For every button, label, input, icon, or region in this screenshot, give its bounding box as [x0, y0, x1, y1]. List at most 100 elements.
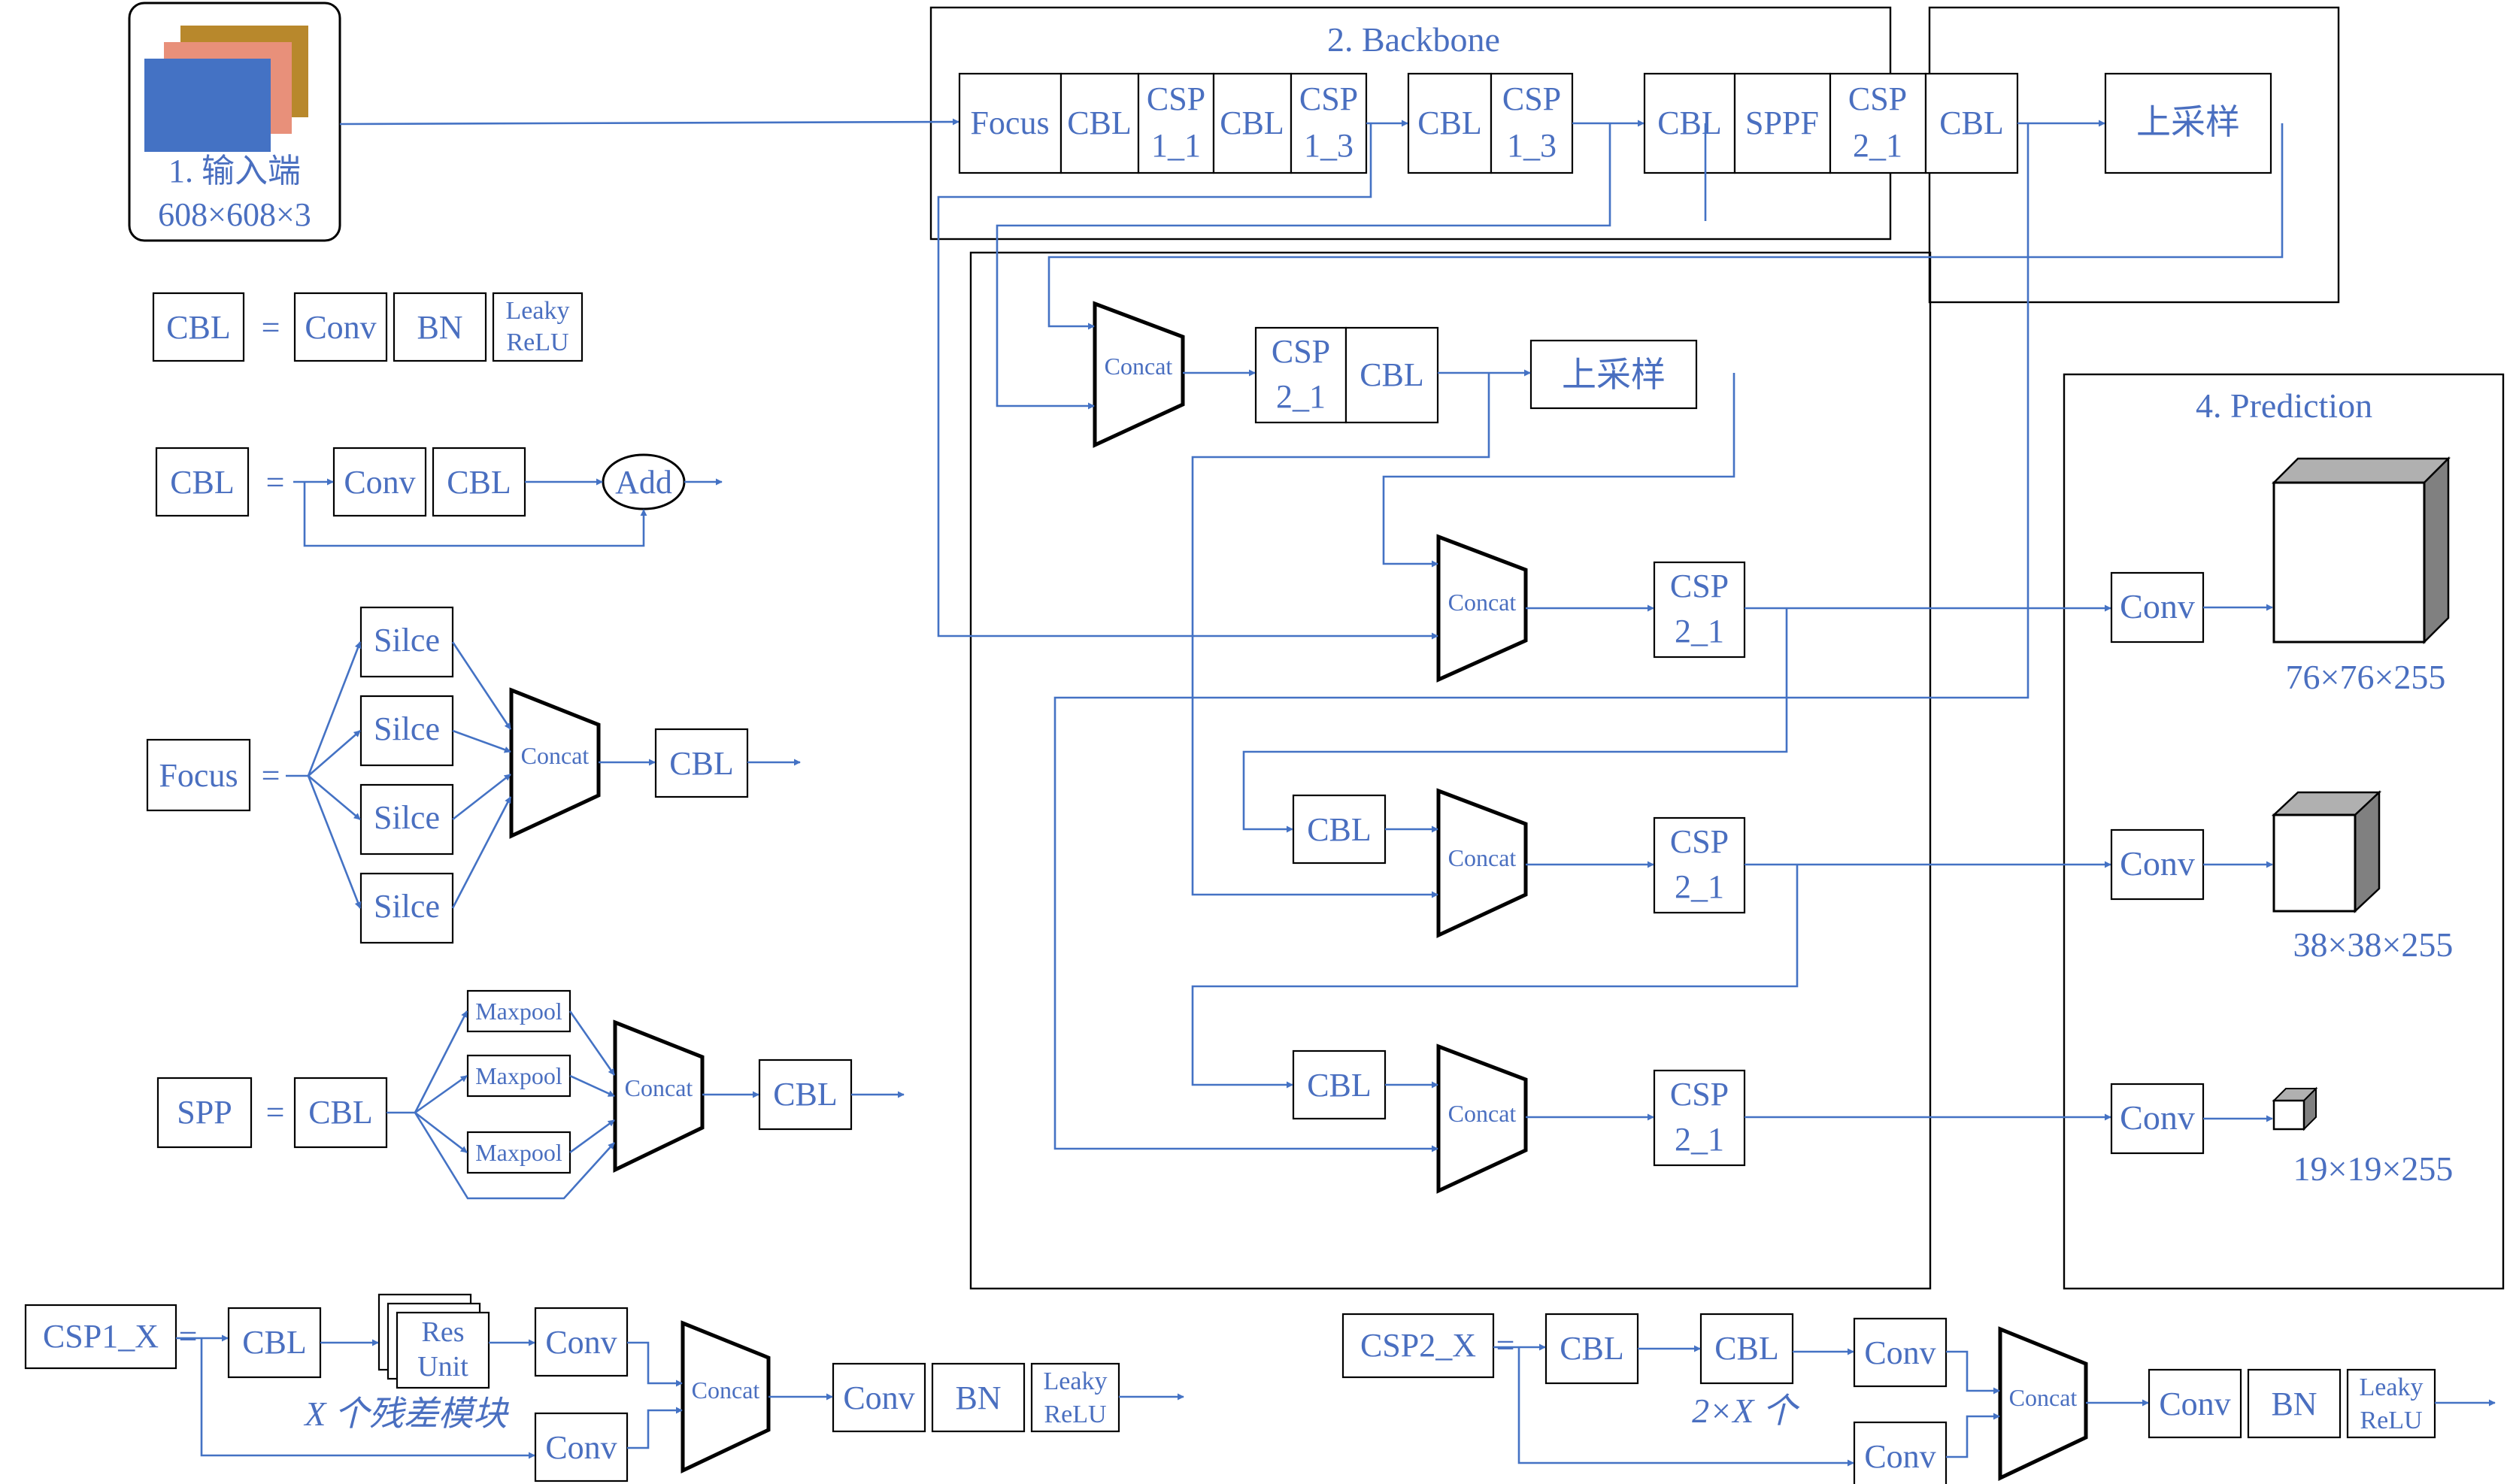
legend-spp-wire-c3 [569, 1119, 615, 1154]
prediction-title: 4. Prediction [2196, 386, 2372, 425]
legend-focus-name-box [146, 738, 251, 812]
legend-focus-wire-c3 [452, 773, 511, 821]
legend-cbl-act2: ReLU [506, 329, 568, 356]
output-size-19: 19×19×255 [2293, 1149, 2454, 1188]
legend-csp1-cbl: CBL [242, 1324, 307, 1361]
wire-cbl6-to-concat3 [1191, 373, 1490, 898]
legend-maxpool-box-3 [466, 1131, 571, 1174]
conv-head-19 [2110, 1083, 2205, 1155]
legend-spp-cbl: CBL [308, 1094, 373, 1131]
legend-csp1-definition: CSP1_X = CBL Res Unit X 个残差模块 Conv Conv … [24, 1293, 1184, 1482]
legend-focus-wire-s4 [307, 775, 362, 909]
legend-csp1-concat [681, 1320, 771, 1473]
upsample-label-2: 上采样 [1562, 356, 1666, 394]
legend-slice-1: Silce [374, 622, 440, 659]
legend-res-eq: = [266, 464, 285, 501]
csp-label-3: CSP [1502, 80, 1561, 117]
legend-spp-wire-skip [414, 1112, 615, 1200]
legend-csp2-cbl-1: CBL [1560, 1330, 1624, 1367]
cbl-label-5: CBL [1939, 104, 2004, 141]
legend-csp1-act-box [1030, 1362, 1120, 1433]
legend-csp2-act2: ReLU [2360, 1407, 2422, 1434]
csp2-1-block-neck-1 [1254, 326, 1347, 424]
neck-frame [969, 251, 1932, 1290]
wire-upsample1-to-concat1 [1047, 123, 2284, 330]
legend-resunit-box [396, 1311, 490, 1389]
legend-focus-concat-label: Concat [521, 742, 590, 769]
wire-csp-row76-to-cbl7 [1242, 608, 1788, 833]
sppf-block [1733, 72, 1832, 174]
output-size-76: 76×76×255 [2286, 658, 2446, 696]
output-cube-76 [2271, 456, 2451, 645]
legend-slice-3: Silce [374, 799, 440, 836]
input-label: 1. 输入端 [168, 153, 301, 189]
legend-focus-wire-c4 [451, 796, 512, 909]
concat-label-1: Concat [1105, 353, 1173, 380]
legend-res-cbl: CBL [447, 464, 511, 501]
conv-label-19: Conv [2120, 1098, 2195, 1137]
legend-cbl-act-box [492, 292, 584, 362]
neck-row-38: CBL Concat CSP 2_1 [1292, 788, 1746, 938]
cbl-label-7: CBL [1307, 811, 1372, 848]
wire-csp13b-branch-to-concat1 [996, 123, 1611, 410]
legend-csp1-act1: Leaky [1044, 1367, 1108, 1395]
legend-spp-eq: = [266, 1094, 285, 1131]
cbl-label-6: CBL [1360, 356, 1424, 393]
prediction-heads: Conv Conv Conv 76×76×255 38×38×255 19×19… [1745, 456, 2454, 1188]
csp2-1-sub-backbone: 2_1 [1853, 127, 1902, 164]
output-size-38: 38×38×255 [2293, 925, 2454, 964]
legend-slice-box-4 [359, 872, 454, 944]
focus-label: Focus [970, 104, 1049, 141]
concat-2 [1436, 534, 1528, 683]
legend-focus-wire-s3 [308, 775, 361, 820]
legend-spp-name-box [156, 1077, 253, 1149]
legend-spp-name: SPP [177, 1094, 232, 1131]
legend-csp2-eq: = [1496, 1327, 1515, 1364]
neck-row-19: CBL Concat CSP 2_1 [1292, 1043, 1746, 1194]
legend-csp2-wire-c2 [1946, 1413, 2000, 1458]
legend-csp2-name-box [1341, 1313, 1495, 1379]
output-cube-19 [2272, 1086, 2318, 1131]
legend-cbl-eq: = [262, 309, 280, 346]
legend-cbl-bn-box [393, 292, 487, 362]
legend-csp1-conv-box-1 [534, 1307, 629, 1377]
conv-label-76: Conv [2120, 587, 2195, 625]
cbl-label-3: CBL [1417, 104, 1482, 141]
legend-csp1-concat-label: Concat [692, 1376, 760, 1404]
legend-csp1-eq: = [179, 1318, 198, 1355]
sppf-label: SPPF [1745, 104, 1819, 141]
legend-focus-wire-c2 [452, 729, 511, 753]
concat-3 [1436, 788, 1528, 938]
legend-res-conv: Conv [344, 464, 415, 501]
legend-maxpool-3: Maxpool [475, 1139, 562, 1166]
legend-csp2-act1: Leaky [2360, 1373, 2424, 1401]
legend-csp2-cbl-box-1 [1544, 1313, 1639, 1385]
cbl-block-1 [1059, 72, 1140, 174]
csp2-1-block-neck-3 [1653, 816, 1746, 914]
upsample-block-2 [1529, 339, 1698, 410]
csp-label-6: CSP [1670, 568, 1729, 604]
legend-spp-wire-m2 [414, 1074, 468, 1114]
legend-csp2-conv-3: Conv [2159, 1386, 2230, 1422]
legend-csp2-conv-1: Conv [1864, 1334, 1936, 1371]
legend-res-skip-wire [303, 482, 647, 547]
legend-cbl-act1: Leaky [506, 297, 570, 325]
csp1-3-block-2 [1490, 72, 1574, 174]
input-size: 608×608×3 [158, 196, 311, 233]
legend-spp-out-box [758, 1058, 853, 1131]
cbl-label-4: CBL [1657, 104, 1722, 141]
legend-cbl-conv-box [293, 292, 388, 362]
legend-csp1-name-box [24, 1304, 177, 1370]
legend-csp2-conv-box-1 [1853, 1317, 1948, 1388]
legend-cbl-bn: BN [417, 309, 462, 346]
legend-csp2-bn: BN [2271, 1386, 2317, 1422]
legend-spp-concat-label: Concat [625, 1074, 693, 1101]
csp1-3-block-1 [1290, 72, 1368, 174]
legend-focus-cbl: CBL [669, 745, 734, 782]
legend-csp1-name: CSP1_X [43, 1318, 159, 1355]
legend-csp1-bn: BN [955, 1380, 1001, 1416]
concat-4 [1436, 1043, 1528, 1194]
legend-focus-wire-s1 [307, 641, 362, 777]
legend-csp1-conv-box-2 [534, 1412, 629, 1482]
